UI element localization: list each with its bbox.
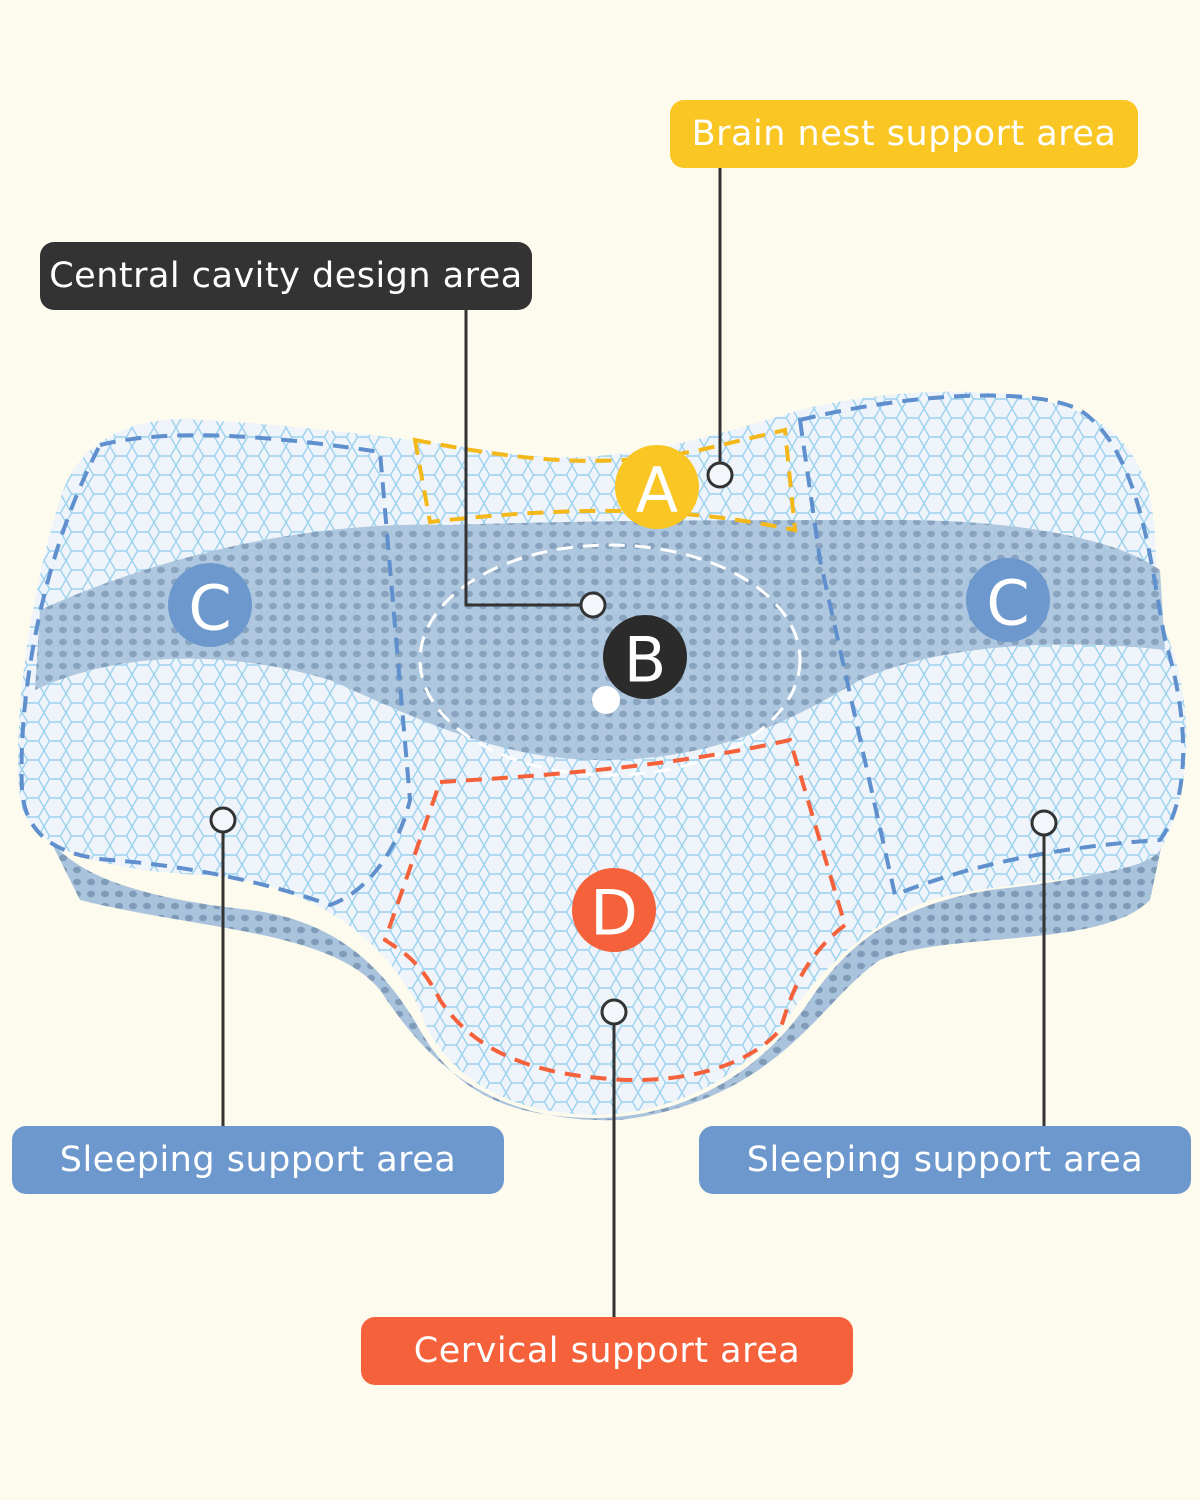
sleeping-support-left-label: Sleeping support area — [12, 1126, 504, 1194]
region-d — [382, 737, 848, 1083]
region-a — [412, 427, 798, 533]
anchor-central — [579, 591, 607, 619]
region-c-right — [797, 393, 1186, 898]
marker-b-letter: B — [624, 624, 667, 697]
marker-c-right: C — [966, 558, 1050, 642]
anchor-brain — [706, 461, 734, 489]
anchor-sleep-right — [1030, 809, 1058, 837]
cervical-support-label: Cervical support area — [361, 1317, 853, 1385]
anchor-sleep-left — [209, 806, 237, 834]
marker-d-letter: D — [590, 877, 638, 950]
marker-c-right-letter: C — [986, 567, 1029, 640]
marker-c-left-letter: C — [188, 572, 231, 645]
sleeping-support-right-label: Sleeping support area — [699, 1126, 1191, 1194]
pillow-button — [592, 686, 620, 714]
region-c-left — [19, 433, 413, 908]
central-cavity-label: Central cavity design area — [40, 242, 532, 310]
connector-central — [464, 310, 581, 607]
brain-nest-label: Brain nest support area — [670, 100, 1138, 168]
marker-c-left: C — [168, 563, 252, 647]
anchor-cervical — [600, 998, 628, 1026]
marker-d: D — [572, 868, 656, 952]
marker-b: B — [603, 615, 687, 699]
region-b — [418, 543, 802, 777]
central-mesh-band — [35, 520, 1165, 760]
marker-a-letter: A — [636, 454, 678, 527]
marker-a: A — [615, 445, 699, 529]
